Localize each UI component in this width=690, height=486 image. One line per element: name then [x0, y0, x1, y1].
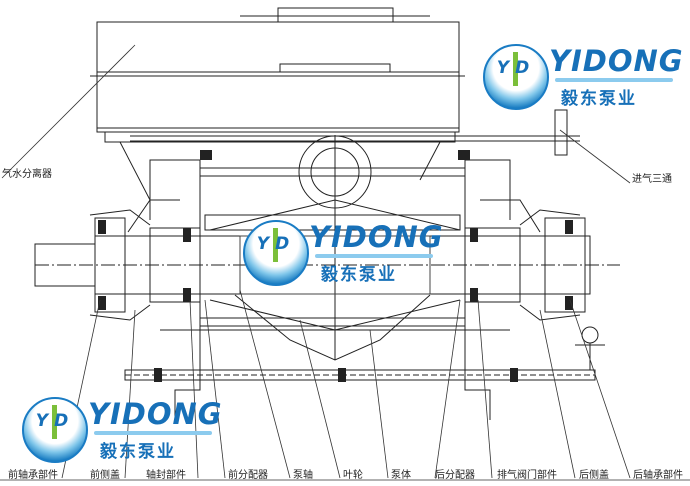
- logo-name: YIDONG: [88, 397, 223, 431]
- logo-cn: 毅东泵业: [561, 89, 637, 109]
- logo-name: YIDONG: [309, 220, 444, 254]
- water-separator: [90, 7, 465, 201]
- label-rear-distributor: 后分配器: [435, 470, 475, 481]
- label-impeller: 叶轮: [343, 470, 363, 481]
- bottom-pipe: [124, 326, 605, 381]
- label-rear-cover: 后侧盖: [579, 470, 609, 481]
- logo-cn: 毅东泵业: [321, 265, 397, 285]
- watermark-logo-center: YD YIDONG 毅东泵业: [243, 218, 443, 288]
- label-inlet-tee: 进气三通: [632, 174, 672, 185]
- label-exhaust-valve: 排气阀门部件: [497, 470, 557, 481]
- watermark-logo-top-right: YD YIDONG 毅东泵业: [483, 42, 683, 112]
- label-water-separator: 气水分离器: [2, 169, 52, 180]
- logo-badge-icon: YD: [483, 44, 549, 110]
- inlet-tee: [130, 109, 580, 360]
- label-pump-body: 泵体: [391, 470, 411, 481]
- logo-badge-icon: YD: [243, 220, 309, 286]
- label-front-cover: 前侧盖: [90, 470, 120, 481]
- logo-badge-icon: YD: [22, 397, 88, 463]
- label-shaft-seal: 轴封部件: [146, 470, 186, 481]
- logo-cn: 毅东泵业: [100, 442, 176, 462]
- label-front-bearing: 前轴承部件: [8, 470, 58, 481]
- pump-shaft: [34, 209, 620, 321]
- pump-body: [127, 159, 541, 420]
- label-rear-bearing: 后轴承部件: [633, 470, 683, 481]
- label-front-distributor: 前分配器: [228, 470, 268, 481]
- logo-name: YIDONG: [549, 44, 684, 78]
- watermark-logo-bottom-left: YD YIDONG 毅东泵业: [22, 395, 222, 465]
- label-pump-shaft: 泵轴: [293, 470, 313, 481]
